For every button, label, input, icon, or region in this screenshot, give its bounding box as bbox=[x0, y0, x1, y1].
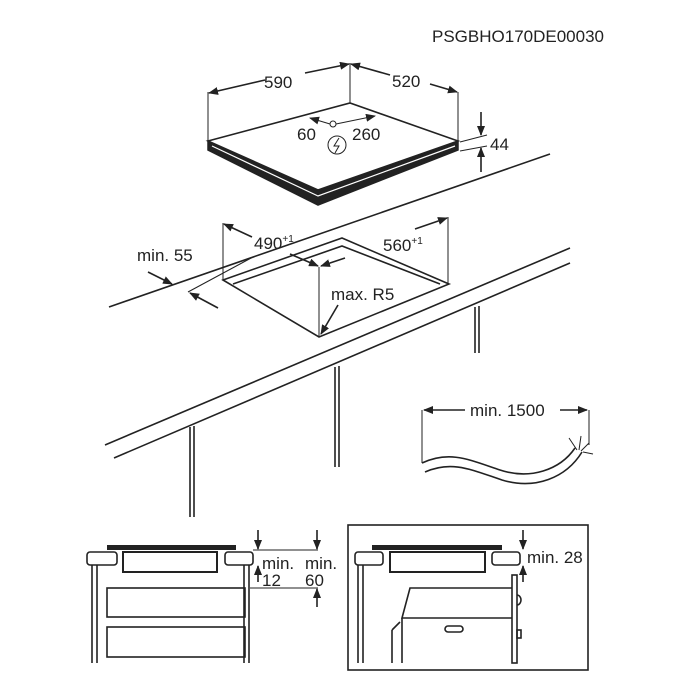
corner-radius-label: max. R5 bbox=[331, 285, 394, 304]
connection-offset-right: 260 bbox=[352, 125, 380, 144]
countertop-drawing: 490+1 560+1 min. 55 max. R5 bbox=[104, 153, 571, 517]
min-front-distance-label: min. 55 bbox=[137, 246, 193, 265]
min-28-label: min. 28 bbox=[527, 548, 583, 567]
min-12-label-line1: min. bbox=[262, 554, 294, 573]
cutout-depth-label: 560+1 bbox=[383, 236, 423, 255]
cutout-width-label: 490+1 bbox=[254, 234, 294, 253]
min-60-label-line2: 60 bbox=[305, 571, 324, 590]
hob-width-label: 590 bbox=[264, 73, 292, 92]
drawer-section-drawing: min. 12 min. 60 bbox=[86, 530, 337, 663]
connection-offset-left: 60 bbox=[297, 125, 316, 144]
min-12-label-line2: 12 bbox=[262, 571, 281, 590]
hob-drawing: 590 520 60 260 44 bbox=[205, 61, 509, 206]
hob-depth-label: 520 bbox=[392, 72, 420, 91]
min-60-label-line1: min. bbox=[305, 554, 337, 573]
document-code: PSGBHO170DE00030 bbox=[432, 27, 604, 46]
hob-height-label: 44 bbox=[490, 135, 509, 154]
cable-length-label: min. 1500 bbox=[470, 401, 545, 420]
lightning-bolt-icon bbox=[327, 135, 347, 155]
cable-drawing: min. 1500 bbox=[421, 401, 594, 485]
oven-section-drawing: min. 28 bbox=[347, 524, 589, 671]
